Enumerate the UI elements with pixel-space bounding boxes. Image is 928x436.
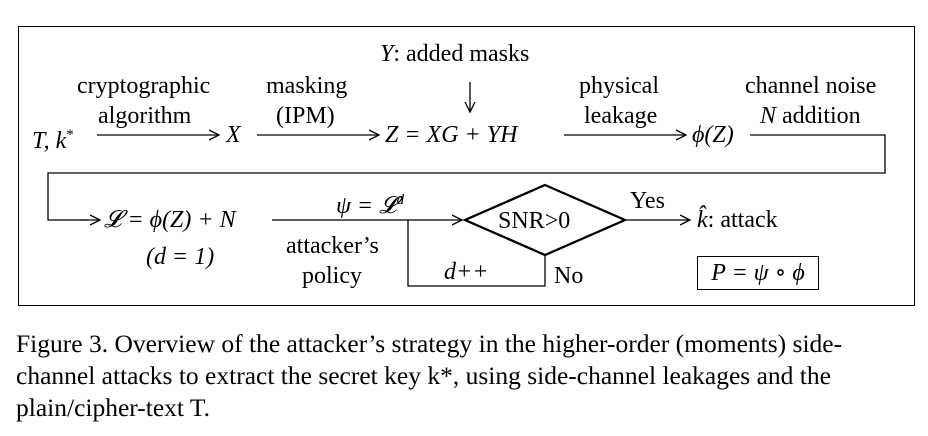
node-phi-z: ϕ(Z) — [692, 122, 734, 148]
d-increment-label: d++ — [444, 259, 489, 285]
diagram-frame — [18, 26, 915, 306]
yes-label: Yes — [630, 188, 665, 214]
node-z: Z = XG + YH — [385, 122, 518, 148]
masking-label: masking — [266, 73, 348, 99]
cryptographic-label: cryptographic — [77, 73, 211, 99]
no-label: No — [554, 263, 584, 289]
caption-text: Overview of the attacker’s strategy in t… — [16, 329, 843, 422]
policy-formula-box: P = ψ ∘ ϕ — [697, 256, 819, 290]
policy-label: policy — [302, 263, 362, 289]
ipm-label: (IPM) — [276, 103, 335, 129]
attack-output: k̂: attack — [697, 207, 778, 233]
algorithm-label: algorithm — [98, 103, 192, 129]
channel-noise-label: channel noise — [745, 73, 877, 99]
caption-label: Figure 3. — [16, 329, 109, 358]
n-addition-label: N addition — [760, 103, 861, 129]
node-x: X — [226, 122, 241, 148]
decision-label: SNR>0 — [498, 208, 571, 234]
loop-no — [407, 220, 546, 287]
psi-eq-label: ψ = 𝓛d — [336, 192, 405, 219]
attackers-label: attacker’s — [286, 233, 379, 259]
input-plaintext-key: T, k* — [32, 127, 74, 154]
connector-channel-noise — [47, 134, 886, 221]
leakage-label: leakage — [584, 103, 658, 129]
node-leakage-model: 𝓛 = ϕ(Z) + N — [104, 207, 236, 233]
figure-caption: Figure 3. Overview of the attacker’s str… — [16, 328, 921, 424]
physical-label: physical — [579, 73, 659, 99]
flow-diagram — [47, 82, 886, 287]
added-masks-label: Y: added masks — [380, 41, 530, 67]
d-init-label: (d = 1) — [146, 244, 215, 270]
